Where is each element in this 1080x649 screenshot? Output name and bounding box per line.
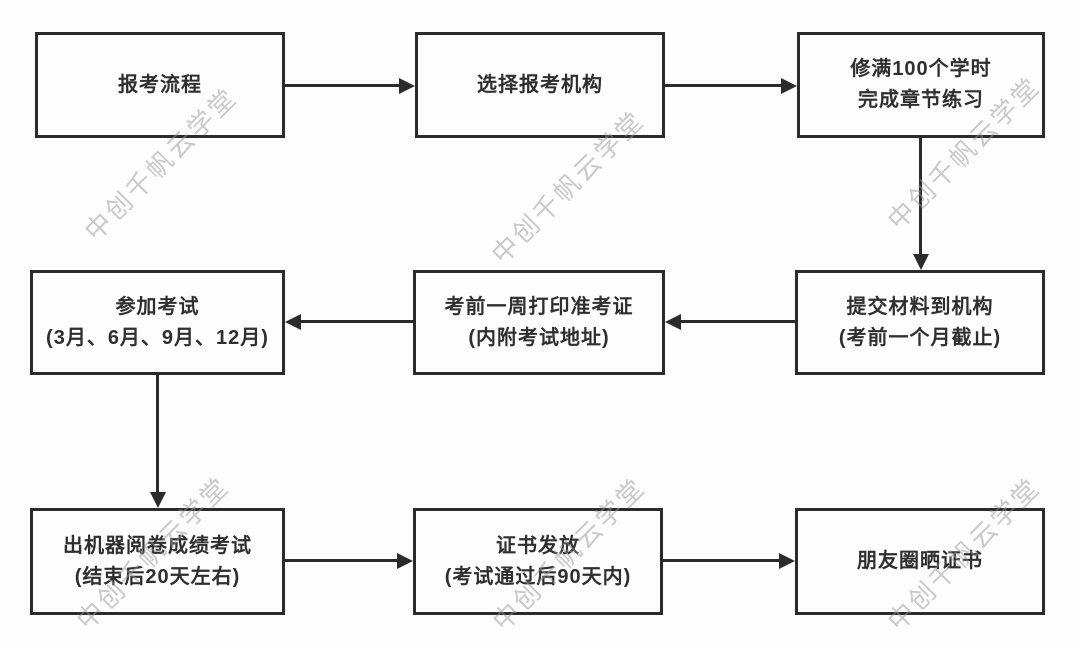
arrow-print-ticket-to-take-exam-line xyxy=(301,320,413,323)
node-certificate: 证书发放 (考试通过后90天内) xyxy=(413,508,663,615)
node-submit-materials: 提交材料到机构 (考前一个月截止) xyxy=(795,270,1045,375)
arrow-study-hours-to-submit-materials-head xyxy=(913,254,929,270)
node-choose-org: 选择报考机构 xyxy=(415,32,665,138)
arrow-choose-org-to-study-hours-line xyxy=(665,84,782,87)
node-share: 朋友圈晒证书 xyxy=(795,508,1045,615)
arrow-certificate-to-share-line xyxy=(663,559,780,562)
node-certificate-line2: (考试通过后90天内) xyxy=(444,565,632,588)
arrow-print-ticket-to-take-exam-head xyxy=(285,314,301,330)
node-study-hours-line1: 修满100个学时 xyxy=(850,58,992,80)
node-start-line1: 报考流程 xyxy=(118,73,202,96)
arrow-exam-results-to-certificate-line xyxy=(285,559,398,562)
arrow-start-to-choose-org-head xyxy=(399,78,415,94)
node-take-exam-line1: 参加考试 xyxy=(115,295,200,318)
node-choose-org-line1: 选择报考机构 xyxy=(477,73,603,96)
node-submit-materials-line2: (考前一个月截止) xyxy=(838,326,1002,349)
arrow-take-exam-to-exam-results-head xyxy=(150,492,166,508)
node-print-ticket-line2: (内附考试地址) xyxy=(468,326,610,349)
node-study-hours: 修满100个学时 完成章节练习 xyxy=(797,32,1045,138)
node-study-hours-line2: 完成章节练习 xyxy=(858,89,984,111)
arrow-study-hours-to-submit-materials-line xyxy=(919,138,922,254)
arrow-certificate-to-share-head xyxy=(779,553,795,569)
node-exam-results-line1: 出机器阅卷成绩考试 xyxy=(63,534,252,557)
arrow-start-to-choose-org-line xyxy=(285,84,400,87)
node-submit-materials-line1: 提交材料到机构 xyxy=(846,295,994,318)
arrow-submit-materials-to-print-ticket-head xyxy=(665,314,681,330)
node-print-ticket: 考前一周打印准考证 (内附考试地址) xyxy=(413,270,665,375)
arrow-take-exam-to-exam-results-line xyxy=(156,375,159,492)
node-print-ticket-line1: 考前一周打印准考证 xyxy=(444,295,634,318)
node-take-exam-line2: (3月、6月、9月、12月) xyxy=(46,326,269,349)
node-certificate-line1: 证书发放 xyxy=(495,534,580,557)
arrow-choose-org-to-study-hours-head xyxy=(781,78,797,94)
node-exam-results-line2: (结束后20天左右) xyxy=(74,565,241,588)
node-start: 报考流程 xyxy=(35,32,285,138)
arrow-submit-materials-to-print-ticket-line xyxy=(681,320,795,323)
node-take-exam: 参加考试 (3月、6月、9月、12月) xyxy=(30,270,285,375)
node-exam-results: 出机器阅卷成绩考试 (结束后20天左右) xyxy=(30,508,285,615)
node-share-line1: 朋友圈晒证书 xyxy=(857,550,983,572)
arrow-exam-results-to-certificate-head xyxy=(397,553,413,569)
